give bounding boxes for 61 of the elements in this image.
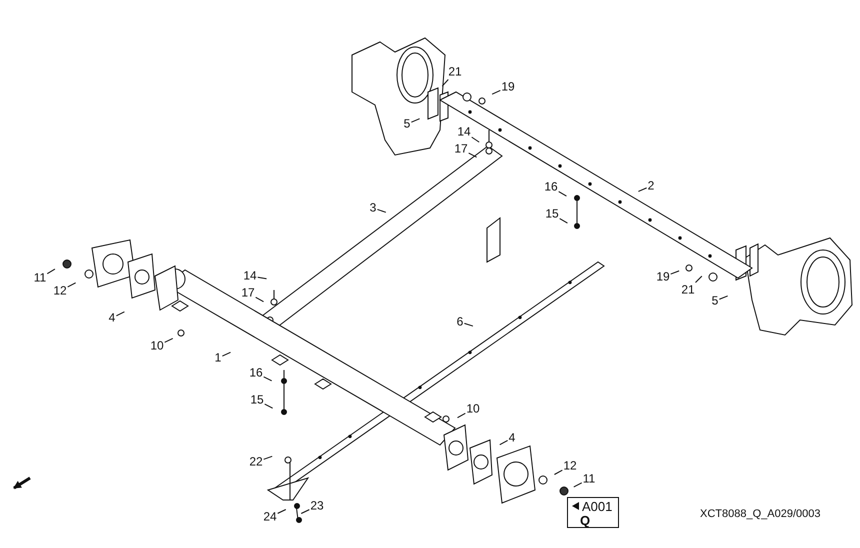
callout-number: 19 bbox=[656, 270, 670, 284]
leader-line bbox=[263, 376, 272, 382]
callout-number: 19 bbox=[501, 80, 515, 94]
callout-number: 1 bbox=[214, 352, 222, 364]
callout-number: 17 bbox=[241, 286, 255, 300]
callout-number: 14 bbox=[457, 126, 471, 138]
callout-number: 5 bbox=[712, 294, 718, 308]
drawing-reference-code: XCT8088_Q_A029/0003 bbox=[700, 508, 820, 521]
reference-code: A001 bbox=[582, 500, 612, 513]
leader-line bbox=[116, 311, 125, 316]
leader-line bbox=[442, 79, 449, 87]
callout-number: 3 bbox=[370, 202, 376, 214]
leader-line bbox=[410, 118, 420, 123]
callout-number: 10 bbox=[466, 402, 480, 416]
callout-number: 23 bbox=[310, 500, 324, 512]
leader-line bbox=[257, 276, 268, 280]
callout-number: 4 bbox=[508, 432, 516, 444]
callout-number: 11 bbox=[582, 472, 596, 486]
callout-number: 10 bbox=[150, 340, 164, 352]
leader-line bbox=[670, 270, 680, 275]
leader-line bbox=[558, 191, 567, 197]
leader-line bbox=[468, 152, 478, 158]
callout-number: 12 bbox=[563, 460, 577, 472]
callout-number: 17 bbox=[454, 142, 468, 156]
callout-number: 14 bbox=[243, 270, 257, 282]
reference-code: Q bbox=[580, 514, 590, 527]
leader-line bbox=[376, 208, 386, 213]
leader-line bbox=[471, 136, 480, 143]
leader-line bbox=[718, 295, 728, 300]
leader-line bbox=[464, 322, 474, 327]
leader-line bbox=[499, 440, 508, 446]
leader-line bbox=[695, 276, 702, 283]
callout-number: 16 bbox=[544, 180, 558, 194]
callout-number: 5 bbox=[404, 118, 410, 130]
callout-number: 21 bbox=[681, 284, 695, 296]
leader-line bbox=[492, 90, 501, 95]
leader-line bbox=[456, 412, 466, 418]
callout-number: 24 bbox=[263, 510, 277, 524]
leader-line bbox=[255, 296, 264, 302]
leader-line bbox=[277, 509, 286, 514]
leader-line bbox=[67, 282, 76, 288]
leader-line bbox=[300, 509, 310, 514]
callout-number: 15 bbox=[545, 208, 559, 220]
leader-line bbox=[46, 268, 56, 274]
callout-number: 4 bbox=[108, 312, 116, 324]
leader-line bbox=[559, 218, 568, 224]
leader-line bbox=[222, 352, 232, 357]
callout-number: 6 bbox=[456, 316, 464, 328]
callout-number: 21 bbox=[448, 66, 462, 78]
callout-number: 16 bbox=[249, 366, 263, 380]
leader-line bbox=[263, 456, 273, 460]
callout-number: 15 bbox=[250, 394, 264, 406]
leader-line bbox=[164, 338, 174, 343]
callout-number: 22 bbox=[249, 456, 263, 468]
leader-line bbox=[264, 404, 274, 409]
callout-number: 2 bbox=[648, 180, 654, 192]
callout-number: 11 bbox=[34, 272, 46, 284]
leader-line bbox=[638, 187, 648, 192]
callout-number: 12 bbox=[53, 284, 67, 298]
leader-line bbox=[573, 482, 582, 488]
leader-line bbox=[554, 470, 563, 475]
